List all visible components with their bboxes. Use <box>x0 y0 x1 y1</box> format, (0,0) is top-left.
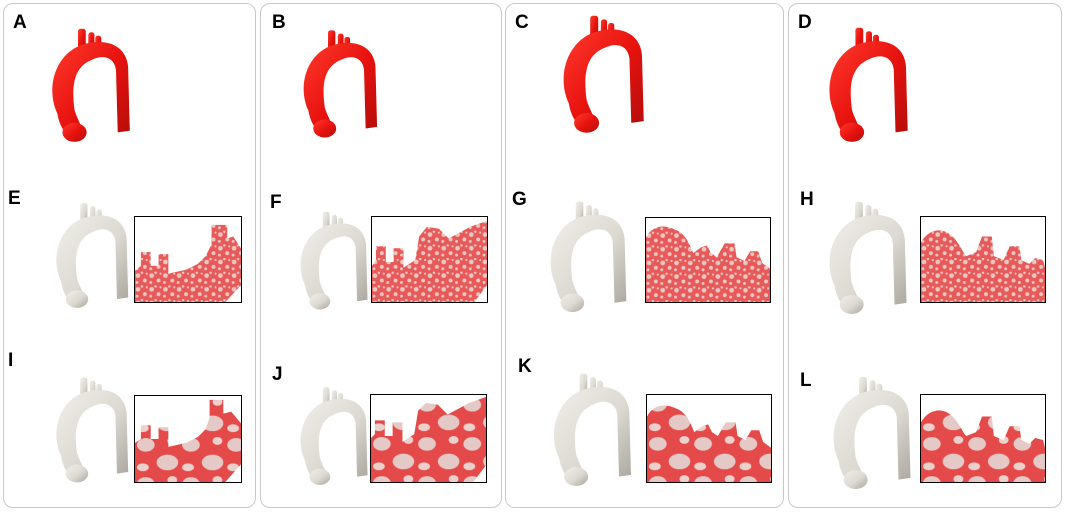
panel-label-j: J <box>272 364 283 385</box>
zoom-inset-h <box>920 216 1046 303</box>
gray-aorta-model-k <box>554 373 631 486</box>
zoom-inset-j <box>370 394 487 483</box>
gray-aorta-model-f <box>300 211 368 310</box>
red-aorta-model-d <box>829 27 908 142</box>
panel-label-g: G <box>512 189 527 210</box>
panel-label-f: F <box>270 192 282 213</box>
red-aorta-model-a <box>52 28 130 142</box>
gray-aorta-model-j <box>300 387 368 485</box>
panel-label-d: D <box>798 12 812 33</box>
red-aorta-model-b <box>303 30 378 138</box>
panel-label-k: K <box>518 356 532 377</box>
gray-aorta-model-e <box>56 203 129 308</box>
gray-aorta-model-i <box>56 377 129 483</box>
zoom-inset-i <box>134 395 242 483</box>
panel-label-l: L <box>800 370 812 391</box>
panel-label-e: E <box>8 188 21 209</box>
zoom-inset-g <box>645 217 771 303</box>
gray-aorta-model-l <box>833 376 911 489</box>
zoom-inset-f <box>371 216 488 303</box>
zoom-inset-k <box>646 394 772 483</box>
zoom-inset-l <box>920 394 1046 483</box>
panel-label-i: I <box>8 350 14 371</box>
red-aorta-model-c <box>563 15 644 133</box>
zoom-inset-e <box>134 216 242 303</box>
gray-aorta-model-g <box>550 201 627 313</box>
panel-label-a: A <box>13 12 27 33</box>
gray-aorta-model-h <box>829 201 907 314</box>
panel-label-h: H <box>800 189 814 210</box>
panel-label-c: C <box>515 12 529 33</box>
panel-label-b: B <box>272 12 286 33</box>
